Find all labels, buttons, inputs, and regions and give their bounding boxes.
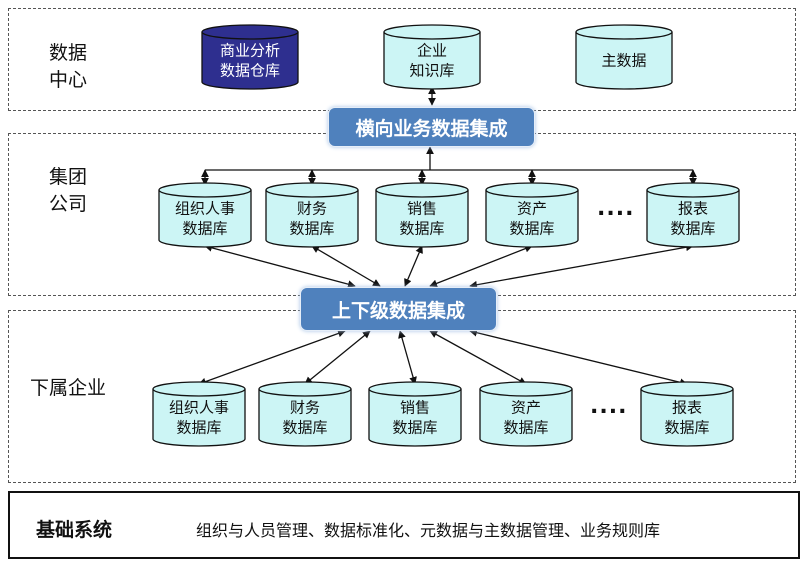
data-center-db-3: 主数据 xyxy=(575,24,673,90)
data-center-label-line2: 中心 xyxy=(48,69,87,91)
subsidiary-db-4-cap xyxy=(479,381,573,397)
data-center-label: 数据 中心 xyxy=(38,40,98,94)
subsidiary-db-4-body xyxy=(479,389,573,447)
foundation-box: 基础系统 组织与人员管理、数据标准化、元数据与主数据管理、业务规则库 xyxy=(8,491,800,559)
group-db-2-label-line2: 数据库 xyxy=(289,220,334,238)
group-db-5-label-line1: 报表 xyxy=(678,200,708,218)
group-label-line1: 集团 xyxy=(48,166,87,188)
group-label-line2: 公司 xyxy=(48,193,87,215)
connector-group-band-2 xyxy=(311,245,381,287)
data-center-db-2-body xyxy=(383,32,481,90)
subsidiary-db-2-body xyxy=(258,389,352,447)
group-db-1-label-line2: 数据库 xyxy=(182,220,227,238)
subsidiary-db-3-cap xyxy=(368,381,462,397)
group-db-4-body xyxy=(485,190,579,248)
connector-band-subsidiary-1 xyxy=(198,329,346,386)
group-db-4-label-line1: 资产 xyxy=(517,200,547,218)
group-db-5-cap xyxy=(646,182,740,198)
group-db-1-label-line1: 组织人事 xyxy=(175,200,235,218)
subsidiary-db-3-label-line2: 数据库 xyxy=(392,419,437,437)
foundation-text: 组织与人员管理、数据标准化、元数据与主数据管理、业务规则库 xyxy=(196,521,661,540)
data-center-db-1-label-line2: 数据仓库 xyxy=(220,62,280,80)
data-center-db-1-label-line1: 商业分析 xyxy=(220,42,280,60)
connector-band-subsidiary-5 xyxy=(469,328,688,387)
subsidiary-db-1-label-line2: 数据库 xyxy=(176,419,221,437)
connector-band-subsidiary-3 xyxy=(398,330,417,385)
data-center-db-2-label-line1: 企业 xyxy=(417,42,447,60)
group-db-1-body xyxy=(158,190,252,248)
group-db-2-cap xyxy=(265,182,359,198)
subsidiary-db-1-cap xyxy=(152,381,246,397)
connector-group-band-5 xyxy=(469,243,694,289)
subsidiary-db-3-body xyxy=(368,389,462,447)
connector-band-subsidiary-2 xyxy=(304,330,371,385)
subsidiary-db-2-cap xyxy=(258,381,352,397)
subsidiary-label: 下属企业 xyxy=(29,377,106,399)
data-center-label-line1: 数据 xyxy=(48,42,87,64)
group-db-3-label-line1: 销售 xyxy=(407,200,437,218)
subsidiary-db-4-label-line2: 数据库 xyxy=(503,419,548,437)
data-center-db-1-cap xyxy=(201,24,299,40)
group-db-2-label-line1: 财务 xyxy=(297,200,327,218)
data-center-db-3-label-line1: 主数据 xyxy=(601,52,646,70)
subsidiary-db-5-cap xyxy=(640,381,734,397)
subsidiary-db-1-label-line1: 组织人事 xyxy=(169,399,229,417)
connector-layer xyxy=(198,86,697,387)
group-label: 集团 公司 xyxy=(38,164,98,218)
group-db-3-label-line2: 数据库 xyxy=(399,220,444,238)
group-db-1-cap xyxy=(158,182,252,198)
subsidiary-ellipsis: .... xyxy=(590,394,628,419)
group-db-4-cap xyxy=(485,182,579,198)
subsidiary-db-2-label-line2: 数据库 xyxy=(282,419,327,437)
subsidiary-db-4-label-line1: 资产 xyxy=(511,399,541,417)
horizontal-integration-band: 横向业务数据集成 xyxy=(328,107,535,147)
subsidiary-db-5-body xyxy=(640,389,734,447)
subsidiary-db-2-label-line1: 财务 xyxy=(290,399,320,417)
data-center-db-3-cap xyxy=(575,24,673,40)
vertical-integration-band: 上下级数据集成 xyxy=(300,287,497,331)
connector-group-band-4 xyxy=(429,244,533,288)
group-db-3-cap xyxy=(375,182,469,198)
group-db-5-body xyxy=(646,190,740,248)
data-center-db-2-cap xyxy=(383,24,481,40)
data-center-db-3-body xyxy=(575,32,673,90)
foundation-title: 基础系统 xyxy=(36,519,113,541)
group-db-4-label-line2: 数据库 xyxy=(509,220,554,238)
connector-group-band-1 xyxy=(204,244,356,288)
subsidiary-db-5-label-line1: 报表 xyxy=(672,399,702,417)
subsidiary-db-5-label-line2: 数据库 xyxy=(664,419,709,437)
data-center-db-1-body xyxy=(201,32,299,90)
connector-group-band-3 xyxy=(404,245,423,287)
subsidiary-db-1-body xyxy=(152,389,246,447)
group-db-5-label-line2: 数据库 xyxy=(670,220,715,238)
data-center-db-2-label-line2: 知识库 xyxy=(409,62,454,80)
cylinder-layer: 商业分析数据仓库企业知识库主数据组织人事数据库财务数据库销售数据库资产数据库报表… xyxy=(152,24,740,447)
subsidiary-db-3-label-line1: 销售 xyxy=(400,399,430,417)
connector-band-subsidiary-4 xyxy=(429,330,527,385)
group-db-2-body xyxy=(265,190,359,248)
group-db-3-body xyxy=(375,190,469,248)
group-ellipsis: .... xyxy=(597,196,635,221)
